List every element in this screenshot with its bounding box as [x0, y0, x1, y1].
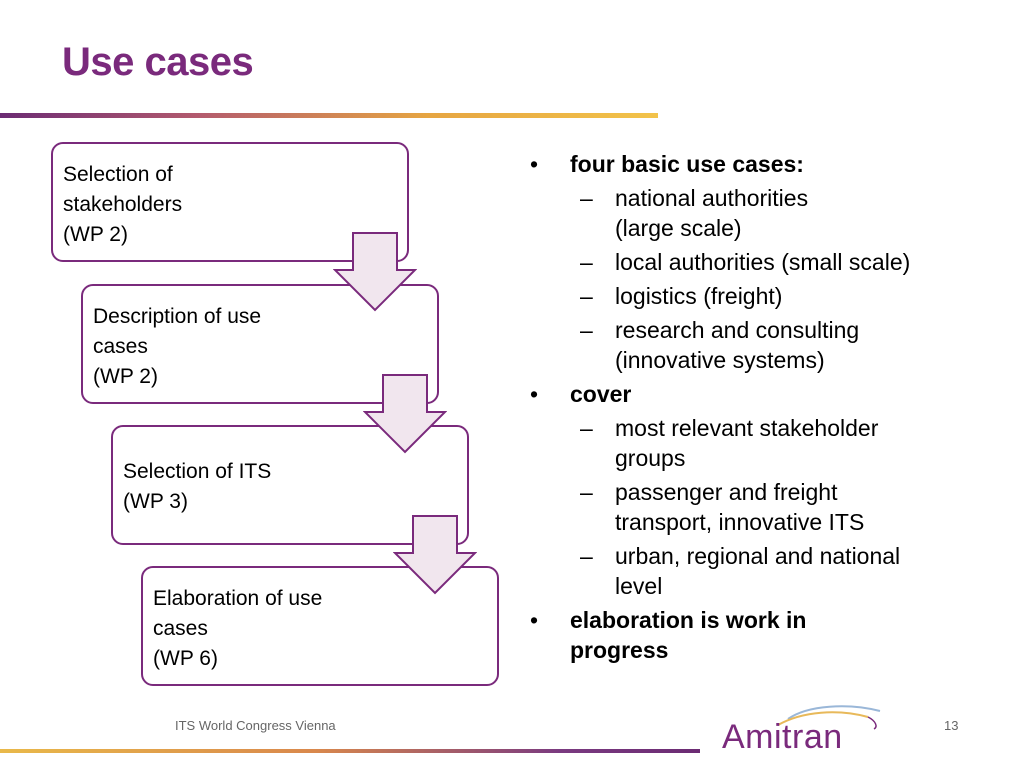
bullet-item: • elaboration is work in progress	[530, 605, 990, 665]
sub-bullet-text: groups	[615, 445, 686, 471]
bullet-text: four basic use cases:	[570, 151, 804, 177]
bullet-list: • four basic use cases: – national autho…	[530, 145, 990, 665]
flow-box-line: (WP 3)	[123, 490, 188, 513]
flow-box-line: (WP 2)	[93, 365, 158, 388]
dash-marker: –	[580, 415, 593, 441]
sub-bullet-text: national authorities	[615, 185, 809, 211]
sub-bullet-text: transport, innovative ITS	[615, 509, 865, 535]
bullet-dot: •	[530, 607, 539, 633]
bullet-item: • four basic use cases:	[530, 149, 990, 179]
amitran-logo: Amitran	[722, 718, 843, 756]
down-arrow-icon	[363, 374, 447, 454]
bullet-text: progress	[570, 637, 669, 663]
bullet-dot: •	[530, 151, 539, 177]
flow-box-line: Description of use	[93, 305, 262, 328]
slide-title: Use cases	[62, 40, 254, 84]
sub-bullet-text: level	[615, 573, 663, 599]
sub-bullet-item: – national authorities (large scale)	[530, 183, 990, 243]
title-underline	[0, 113, 658, 118]
sub-bullet-text: most relevant stakeholder	[615, 415, 879, 441]
flow-box-its: Selection of ITS (WP 3)	[111, 425, 469, 545]
flow-box-description: Description of use cases (WP 2)	[81, 284, 439, 404]
sub-bullet-text: urban, regional and national	[615, 543, 901, 569]
sub-bullet-text: (innovative systems)	[615, 347, 825, 373]
sub-bullet-item: – research and consulting (innovative sy…	[530, 315, 990, 375]
flow-box-line: cases	[153, 617, 208, 640]
sub-bullet-text: (large scale)	[615, 215, 742, 241]
flow-box-line: cases	[93, 335, 148, 358]
sub-bullet-item: – logistics (freight)	[530, 281, 990, 311]
dash-marker: –	[580, 249, 593, 275]
down-arrow-icon	[333, 232, 417, 312]
footer-text: ITS World Congress Vienna	[175, 718, 336, 733]
dash-marker: –	[580, 543, 593, 569]
flow-box-line: Elaboration of use	[153, 587, 323, 610]
sub-bullet-text: passenger and freight	[615, 479, 838, 505]
sub-bullet-item: – most relevant stakeholder groups	[530, 413, 990, 473]
bullet-text: elaboration is work in	[570, 607, 807, 633]
sub-bullet-item: – passenger and freight transport, innov…	[530, 477, 990, 537]
flow-box-line: (WP 6)	[153, 647, 218, 670]
sub-bullet-item: – local authorities (small scale)	[530, 247, 990, 277]
bullet-dot: •	[530, 381, 539, 407]
bullet-item: • cover	[530, 379, 990, 409]
dash-marker: –	[580, 317, 593, 343]
flow-box-line: Selection of ITS	[123, 460, 272, 483]
page-number: 13	[944, 718, 959, 733]
sub-bullet-item: – urban, regional and national level	[530, 541, 990, 601]
footer-line	[0, 749, 700, 753]
amitran-logo-swoosh-icon	[777, 705, 881, 730]
flow-box-stakeholders: Selection of stakeholders (WP 2)	[51, 142, 409, 262]
dash-marker: –	[580, 283, 593, 309]
dash-marker: –	[580, 185, 593, 211]
sub-bullet-text: local authorities (small scale)	[615, 249, 911, 275]
flow-box-line: Selection of	[63, 163, 173, 186]
flow-box-line: stakeholders	[63, 193, 183, 216]
bullet-text: cover	[570, 381, 632, 407]
down-arrow-icon	[393, 515, 477, 595]
flow-box-line: (WP 2)	[63, 223, 128, 246]
sub-bullet-text: logistics (freight)	[615, 283, 783, 309]
sub-bullet-text: research and consulting	[615, 317, 860, 343]
dash-marker: –	[580, 479, 593, 505]
